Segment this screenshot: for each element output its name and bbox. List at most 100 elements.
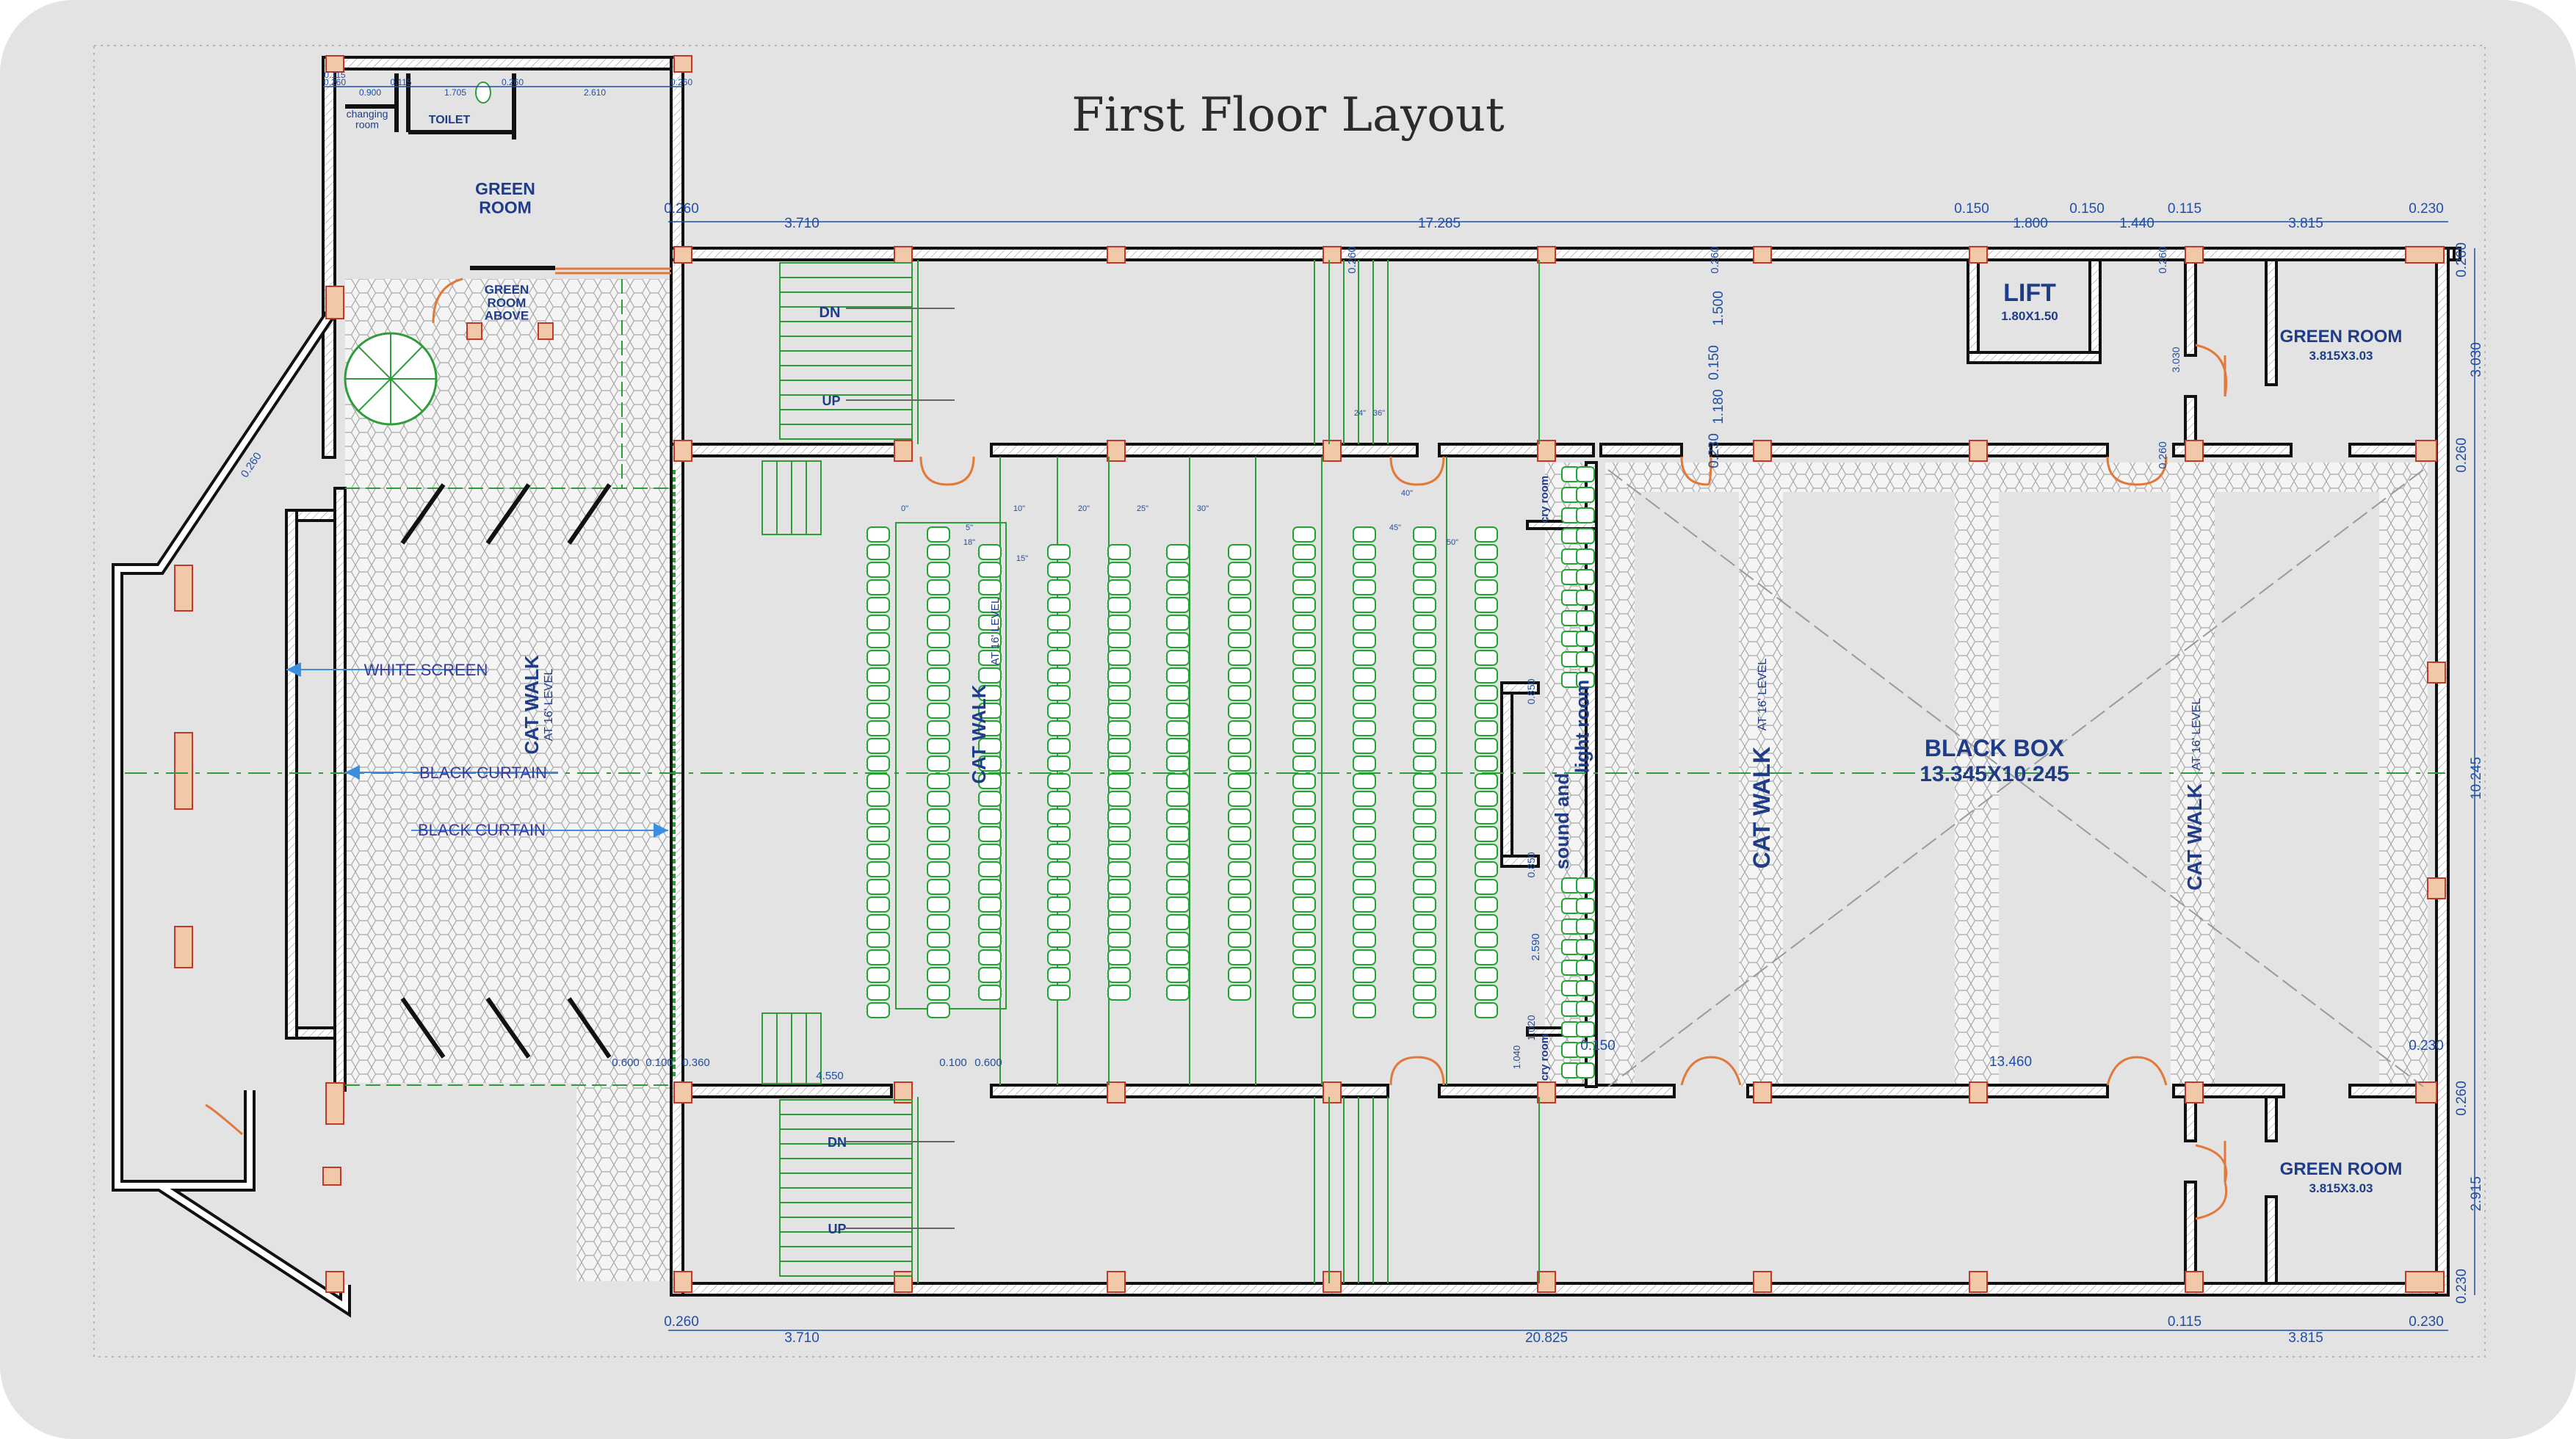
seat-mark: 18" bbox=[963, 538, 975, 547]
seat bbox=[1228, 879, 1251, 895]
seat bbox=[1353, 650, 1376, 666]
black-box-label: BLACK BOX bbox=[1925, 735, 2065, 761]
seat bbox=[1475, 650, 1498, 666]
seat bbox=[1475, 861, 1498, 877]
green-room-right-top-size: 3.815X3.03 bbox=[2309, 349, 2373, 363]
dim-text: 0.900 bbox=[359, 87, 381, 98]
seat bbox=[1107, 791, 1131, 807]
lift-size: 1.80X1.50 bbox=[2001, 309, 2058, 323]
catwalk-left-level: AT 16' LEVEL bbox=[543, 669, 555, 742]
seat-mark: 24" bbox=[1354, 409, 1366, 418]
seat bbox=[1228, 667, 1251, 684]
catwalk-bb1-label: CAT WALK bbox=[1748, 747, 1775, 869]
seat bbox=[866, 932, 890, 948]
seat bbox=[866, 949, 890, 965]
black-curtain-label-1: BLACK CURTAIN bbox=[419, 764, 547, 782]
seat bbox=[1413, 773, 1436, 789]
spiral-stair bbox=[344, 332, 438, 426]
seat bbox=[978, 949, 1002, 965]
seat bbox=[1166, 932, 1190, 948]
seat bbox=[1475, 615, 1498, 631]
seat bbox=[1166, 879, 1190, 895]
seat bbox=[978, 720, 1002, 736]
green-room-right-bottom-size: 3.815X3.03 bbox=[2309, 1181, 2373, 1195]
seat bbox=[927, 579, 950, 595]
seat bbox=[866, 650, 890, 666]
seat bbox=[1413, 826, 1436, 842]
seat bbox=[1475, 932, 1498, 948]
seat bbox=[927, 879, 950, 895]
dim-text: 0.260 bbox=[1346, 246, 1358, 274]
seat bbox=[1228, 738, 1251, 754]
dim-text: 0.600 bbox=[612, 1056, 640, 1069]
seat bbox=[1107, 615, 1131, 631]
seat bbox=[1475, 896, 1498, 913]
dim-text: 0.260 bbox=[324, 77, 346, 87]
seat bbox=[1353, 703, 1376, 719]
seat bbox=[927, 791, 950, 807]
seat bbox=[927, 985, 950, 1001]
seat bbox=[1576, 1042, 1595, 1058]
dim-text: 1.440 bbox=[2119, 216, 2154, 231]
seat bbox=[1166, 773, 1190, 789]
seat bbox=[1107, 914, 1131, 930]
seat bbox=[1228, 914, 1251, 930]
seat bbox=[927, 685, 950, 701]
seat bbox=[1166, 650, 1190, 666]
seat bbox=[1576, 610, 1595, 626]
seat bbox=[866, 914, 890, 930]
seat bbox=[866, 985, 890, 1001]
lift-label: LIFT bbox=[2003, 279, 2056, 307]
stair-bottom-up: UP bbox=[828, 1222, 846, 1236]
dim-text: 0.100 bbox=[645, 1056, 673, 1069]
dim-text: 0.115 bbox=[390, 77, 411, 87]
seat bbox=[866, 967, 890, 983]
seat bbox=[1166, 703, 1190, 719]
dim-text: 20.825 bbox=[1525, 1330, 1568, 1346]
seat bbox=[927, 526, 950, 543]
seat bbox=[1353, 791, 1376, 807]
seat bbox=[866, 526, 890, 543]
seat bbox=[1353, 967, 1376, 983]
seat bbox=[1576, 960, 1595, 976]
seat bbox=[1166, 667, 1190, 684]
seat bbox=[1107, 773, 1131, 789]
seat bbox=[1576, 548, 1595, 565]
seat bbox=[1047, 914, 1071, 930]
dim-text: 1.040 bbox=[1511, 1045, 1522, 1070]
seat bbox=[927, 826, 950, 842]
seat-mark: 5" bbox=[966, 523, 973, 532]
seat bbox=[1353, 615, 1376, 631]
seat bbox=[1292, 879, 1316, 895]
seat bbox=[1107, 632, 1131, 648]
stage-arrows bbox=[286, 662, 668, 838]
seat bbox=[1228, 650, 1251, 666]
seat bbox=[866, 808, 890, 824]
seat bbox=[1413, 562, 1436, 578]
seat bbox=[978, 650, 1002, 666]
seat bbox=[978, 738, 1002, 754]
seat bbox=[1292, 861, 1316, 877]
seat bbox=[866, 703, 890, 719]
stair-top-up: UP bbox=[822, 394, 840, 408]
seat bbox=[978, 932, 1002, 948]
dimension-lines bbox=[323, 86, 2475, 1331]
seat bbox=[1292, 562, 1316, 578]
seat bbox=[1353, 879, 1376, 895]
green-room-right-bottom: GREEN ROOM bbox=[2280, 1159, 2403, 1179]
seat bbox=[927, 544, 950, 560]
seat-mark: 25" bbox=[1137, 504, 1148, 513]
dim-text: 0.850 bbox=[1525, 852, 1537, 877]
seat bbox=[1413, 615, 1436, 631]
seat bbox=[978, 544, 1002, 560]
seat bbox=[866, 861, 890, 877]
seat-mark: 45" bbox=[1389, 523, 1401, 532]
dim-text: 0.150 bbox=[1580, 1038, 1616, 1054]
seat bbox=[1475, 791, 1498, 807]
seat bbox=[1166, 579, 1190, 595]
seat bbox=[1228, 949, 1251, 965]
seat bbox=[1047, 597, 1071, 613]
seat bbox=[1047, 844, 1071, 860]
seat bbox=[1166, 738, 1190, 754]
